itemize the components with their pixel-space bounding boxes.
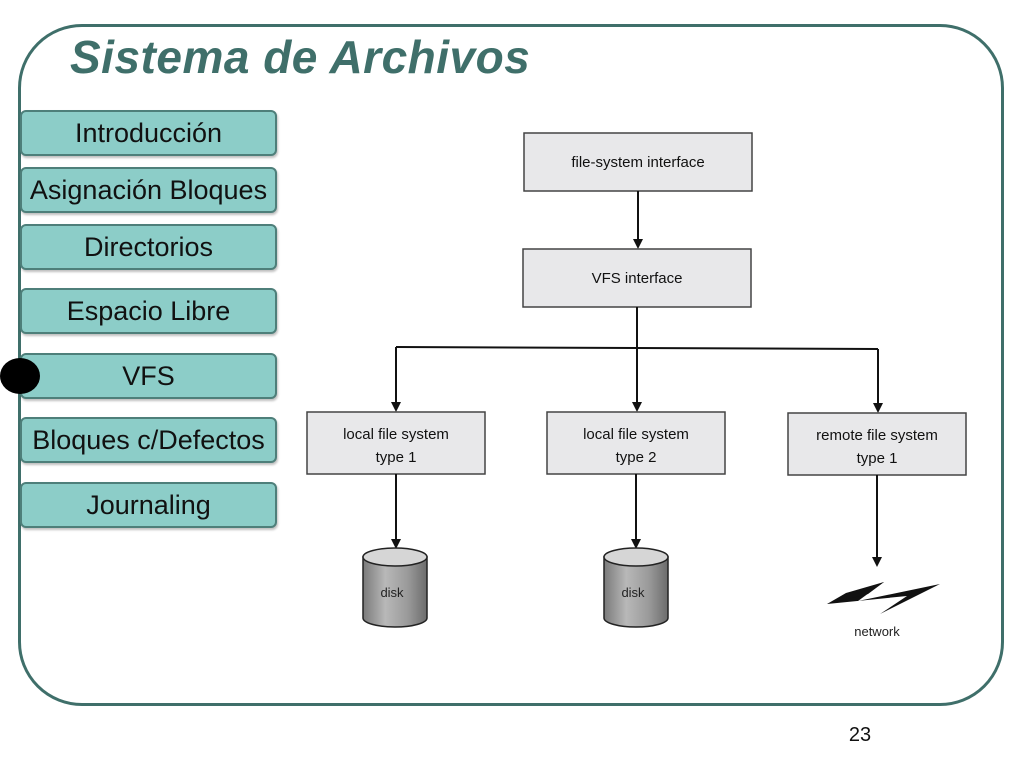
network-label: network	[854, 624, 900, 639]
branch-connectors	[391, 307, 883, 413]
remote-fs-line2: type 1	[857, 450, 898, 467]
nav-button-journaling[interactable]: Journaling	[20, 482, 277, 528]
disk2-icon: disk	[603, 547, 669, 628]
local-fs2-line1: local file system	[583, 426, 689, 443]
nav-button-espacio-libre[interactable]: Espacio Libre	[20, 288, 277, 334]
active-section-bullet-icon	[0, 358, 40, 394]
remote-fs-line1: remote file system	[816, 427, 938, 444]
nav-button-bloques-defectos[interactable]: Bloques c/Defectos	[20, 417, 277, 463]
disk2-label: disk	[621, 585, 645, 600]
nav-button-asignacion-bloques[interactable]: Asignación Bloques	[20, 167, 277, 213]
nav-button-directorios[interactable]: Directorios	[20, 224, 277, 270]
local-fs-type1-box: local file system type 1	[306, 411, 486, 475]
slide-title: Sistema de Archivos	[64, 30, 537, 84]
vfs-interface-label: VFS interface	[592, 270, 683, 287]
local-fs2-line2: type 2	[616, 449, 657, 466]
nav-button-introduccion[interactable]: Introducción	[20, 110, 277, 156]
local-fs1-line1: local file system	[343, 426, 449, 443]
fs-interface-box: file-system interface	[523, 132, 753, 192]
vfs-interface-box: VFS interface	[522, 248, 752, 308]
fs-interface-label: file-system interface	[571, 154, 704, 171]
remote-fs-type1-box: remote file system type 1	[787, 412, 967, 476]
page-number: 23	[848, 724, 872, 746]
disk1-label: disk	[380, 585, 404, 600]
local-fs-type2-box: local file system type 2	[546, 411, 726, 475]
disk1-icon: disk	[362, 547, 428, 628]
network-bolt-icon	[827, 582, 940, 614]
local-fs1-line2: type 1	[376, 449, 417, 466]
